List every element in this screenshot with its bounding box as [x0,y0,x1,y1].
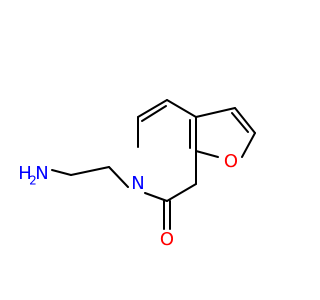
molecule-canvas: N N H 2 O O [18,99,256,250]
atom-nitrogen-amine: N [35,163,48,184]
bond-c4-c5 [137,99,168,118]
bond-c4-c5-inner [141,105,167,122]
bond-c2-c3 [234,107,256,134]
bond-n6-ch2 [108,166,129,188]
bond-n6-c7 [144,192,168,202]
bond-c7a-o1 [195,150,219,158]
atom-hydrogen-amine-subscript: 2 [29,174,37,188]
molecule-structure: N N H 2 O O [18,99,256,250]
bond-c3a-c4 [166,99,197,118]
atom-oxygen-furan: O [224,151,238,172]
bond-ch2-nh2 [51,169,72,176]
bond-ch2-ch2 [70,166,110,176]
atom-nitrogen-ring: N [131,173,144,194]
atom-hydrogen-amine: H [18,163,32,184]
bond-c3-c3a [195,107,236,118]
bond-c2-c3-inner [231,112,249,133]
bond-o1-c2 [241,132,256,158]
bond-c7-c7a-ring [166,183,197,202]
atom-oxygen-carbonyl: O [160,229,174,250]
